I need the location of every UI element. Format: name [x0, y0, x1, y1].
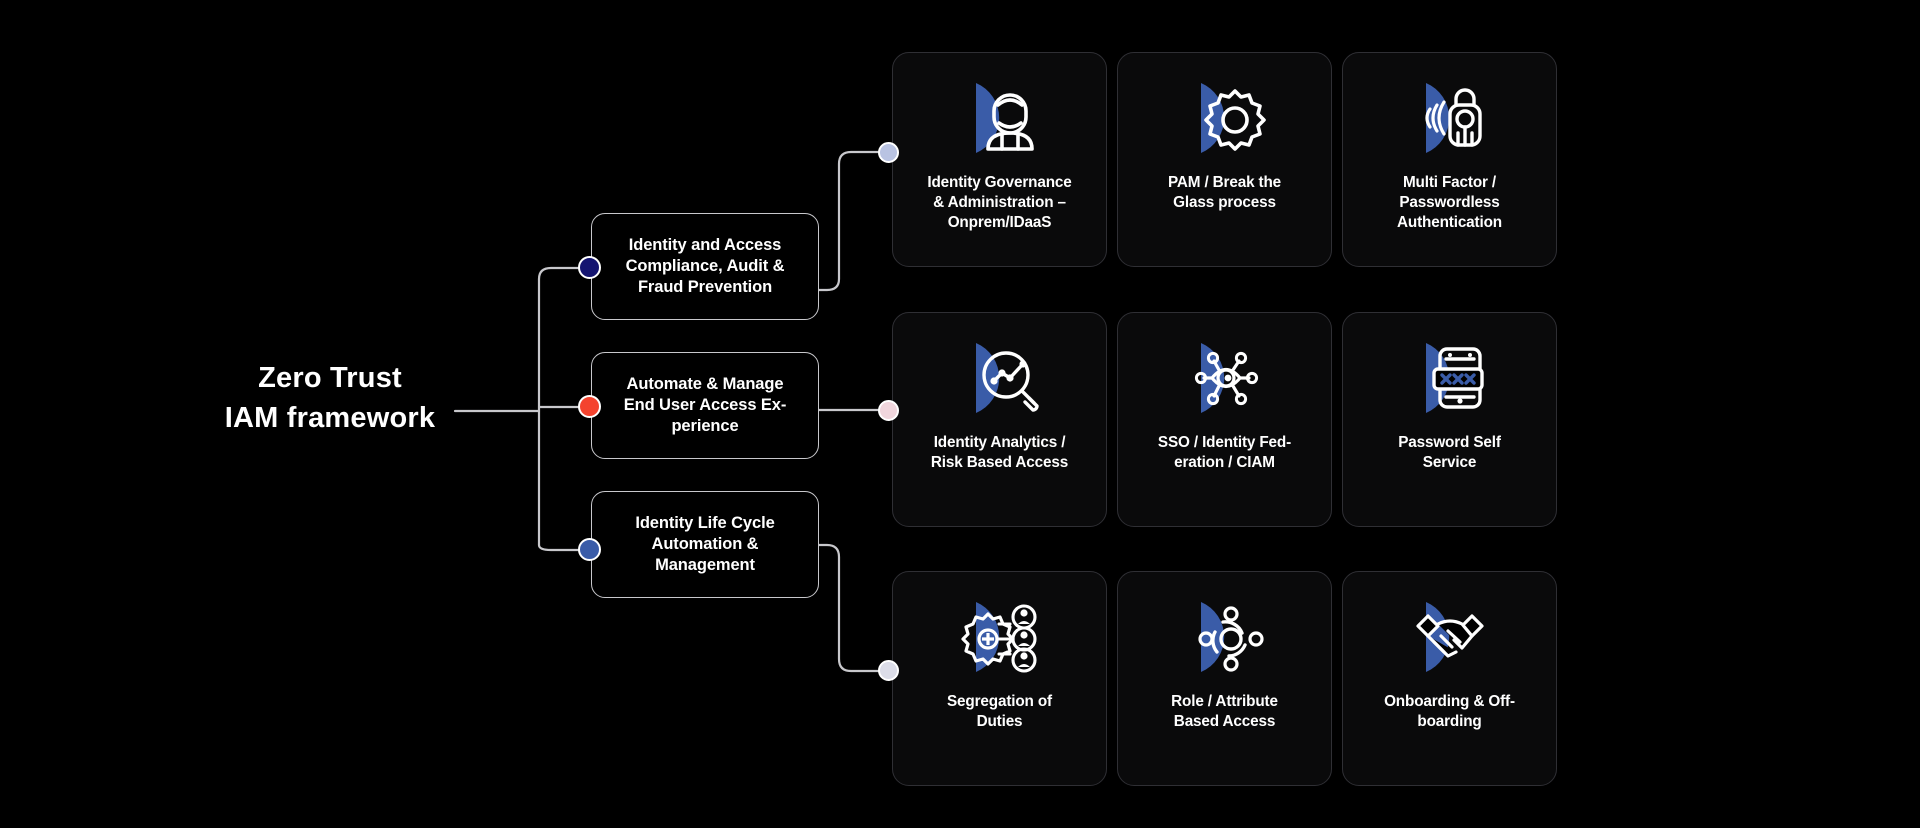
magnifier-analytics-icon	[975, 343, 1039, 413]
card-line-2: Based Access	[1173, 712, 1276, 730]
card-line-1: Segregation of	[947, 693, 1052, 710]
card-label: Onboarding & Off- boarding	[1357, 692, 1543, 732]
fingerprint-lock-icon	[1424, 83, 1482, 153]
branch-node-dot-blue	[578, 538, 601, 561]
card-pam-break-glass[interactable]: PAM / Break the Glass process	[1117, 52, 1332, 267]
card-label: Segregation of Duties	[907, 692, 1093, 732]
branch-0-to-row-0	[817, 150, 880, 292]
card-line-1: Identity Analytics /	[933, 434, 1066, 451]
card-line-2: Duties	[976, 712, 1023, 730]
spine-to-branch-0	[537, 266, 580, 281]
card-onboarding-offboarding[interactable]: Onboarding & Off- boarding	[1342, 571, 1557, 786]
branch-line-1: Identity Life Cycle	[635, 513, 775, 532]
root-title-line-1: Zero Trust	[258, 362, 402, 394]
card-line-2: Service	[1422, 453, 1477, 471]
card-line-2: boarding	[1417, 712, 1482, 730]
branch-line-2: Automation &	[651, 534, 759, 553]
card-label: Password Self Service	[1357, 433, 1543, 473]
card-label: SSO / Identity Fed- eration / CIAM	[1132, 433, 1318, 473]
branch-label: Identity and Access Compliance, Audit & …	[626, 235, 785, 299]
card-line-3: Authentication	[1397, 213, 1502, 231]
card-label: Role / Attribute Based Access	[1132, 692, 1318, 732]
branch-line-1: Identity and Access	[628, 235, 782, 254]
branch-line-3: Fraud Prevention	[637, 278, 773, 297]
card-line-3: Onprem/IDaaS	[947, 213, 1052, 231]
card-line-1: Onboarding & Off-	[1384, 693, 1515, 710]
card-sso-identity-federation[interactable]: SSO / Identity Fed- eration / CIAM	[1117, 312, 1332, 527]
branch-line-2: Compliance, Audit &	[625, 256, 785, 275]
card-line-1: SSO / Identity Fed-	[1157, 434, 1292, 451]
card-role-attribute-access[interactable]: Role / Attribute Based Access	[1117, 571, 1332, 786]
card-line-1: Multi Factor /	[1402, 174, 1497, 191]
card-line-2: Passwordless	[1399, 193, 1500, 211]
branch-identity-access-compliance[interactable]: Identity and Access Compliance, Audit & …	[591, 213, 819, 320]
eye-network-icon	[1194, 343, 1258, 413]
branch-line-3: perience	[671, 417, 739, 436]
gear-users-icon	[960, 602, 1037, 673]
card-label: Identity Governance & Administration – O…	[907, 173, 1093, 233]
branch-line-3: Management	[655, 556, 755, 575]
branch-2-to-row-2	[817, 543, 880, 673]
card-identity-governance[interactable]: Identity Governance & Administration – O…	[892, 52, 1107, 267]
branch-label: Identity Life Cycle Automation & Managem…	[635, 513, 774, 577]
card-label: PAM / Break the Glass process	[1132, 173, 1318, 213]
card-multi-factor-auth[interactable]: Multi Factor / Passwordless Authenticati…	[1342, 52, 1557, 267]
branch-node-dot-navy	[578, 256, 601, 279]
branch-node-dot-red	[578, 395, 601, 418]
handshake-icon	[1415, 602, 1484, 672]
card-line-2: & Administration –	[933, 193, 1066, 211]
card-line-1: Identity Governance	[927, 174, 1072, 191]
branch-automate-manage-end-user[interactable]: Automate & Manage End User Access Ex- pe…	[591, 352, 819, 459]
root-title: Zero Trust IAM framework	[190, 358, 470, 438]
card-line-1: Role / Attribute	[1171, 693, 1278, 710]
card-identity-analytics[interactable]: Identity Analytics / Risk Based Access	[892, 312, 1107, 527]
card-label: Multi Factor / Passwordless Authenticati…	[1357, 173, 1543, 233]
card-line-2: Risk Based Access	[930, 453, 1069, 471]
card-label: Identity Analytics / Risk Based Access	[907, 433, 1093, 473]
card-password-self-service[interactable]: Password Self Service	[1342, 312, 1557, 527]
card-line-1: PAM / Break the	[1167, 174, 1282, 191]
gear-icon	[1200, 83, 1266, 153]
branch-line-1: Automate & Manage	[626, 374, 784, 393]
root-title-line-2: IAM framework	[224, 402, 436, 435]
row-connector-dot-2	[878, 400, 899, 421]
branch-label: Automate & Manage End User Access Ex- pe…	[624, 374, 787, 438]
user-avatar-icon	[975, 83, 1034, 153]
phone-password-icon	[1425, 343, 1484, 413]
spine-to-branch-2	[537, 543, 580, 552]
card-line-2: Glass process	[1173, 193, 1276, 211]
row-connector-dot-1	[878, 142, 899, 163]
branch-line-2: End User Access Ex-	[623, 395, 787, 414]
card-segregation-of-duties[interactable]: Segregation of Duties	[892, 571, 1107, 786]
branch-identity-life-cycle[interactable]: Identity Life Cycle Automation & Managem…	[591, 491, 819, 598]
card-line-1: Password Self	[1398, 434, 1501, 451]
role-hub-icon	[1197, 602, 1264, 672]
card-line-2: eration / CIAM	[1174, 453, 1275, 471]
row-connector-dot-3	[878, 660, 899, 681]
